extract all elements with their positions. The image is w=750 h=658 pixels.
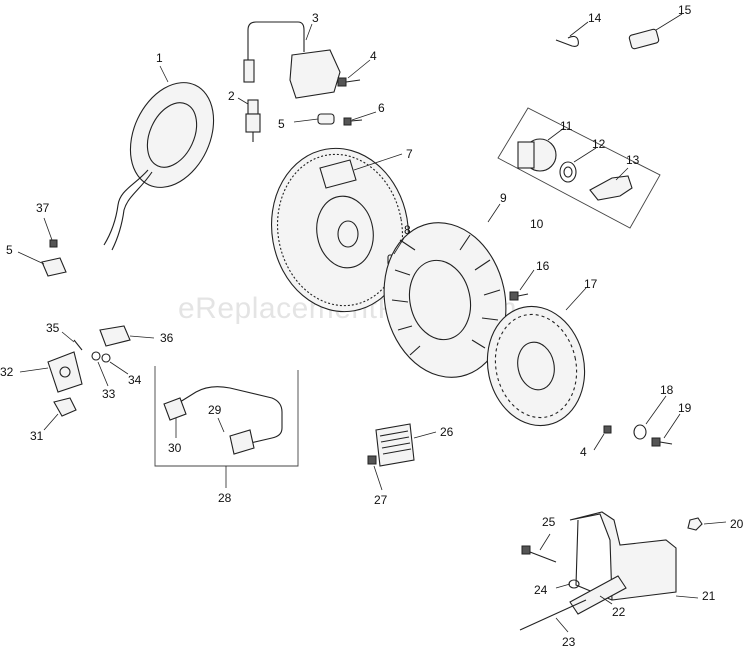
screw-16[interactable]	[509, 291, 529, 301]
nut-20[interactable]	[687, 517, 703, 531]
ignition-key[interactable]	[589, 175, 633, 201]
flywheel[interactable]	[259, 137, 421, 322]
callout-28: 28	[218, 491, 232, 505]
callout-12: 12	[592, 137, 606, 151]
callout-36: 36	[160, 331, 174, 345]
callout-5-top: 5	[278, 117, 285, 131]
leader-lines	[17, 13, 727, 633]
callout-8: 8	[404, 223, 411, 237]
callout-37: 37	[36, 201, 50, 215]
clip-top[interactable]	[317, 113, 335, 125]
screw-top[interactable]	[337, 77, 361, 87]
cooling-fan[interactable]	[370, 211, 520, 389]
washer-34[interactable]	[101, 353, 111, 363]
callout-16: 16	[536, 259, 550, 273]
wiring-harness[interactable]	[163, 386, 283, 455]
long-bolt[interactable]	[519, 599, 587, 631]
callout-10: 10	[530, 217, 544, 231]
ignition-module[interactable]	[243, 21, 341, 99]
screw-37[interactable]	[49, 239, 58, 248]
callout-1: 1	[156, 51, 163, 65]
screw-6[interactable]	[343, 117, 363, 126]
wiring-harness-box	[154, 366, 299, 467]
washer-33[interactable]	[91, 351, 101, 361]
spark-plug[interactable]	[245, 99, 261, 142]
callout-4-lower: 4	[580, 445, 587, 459]
callout-3: 3	[312, 11, 319, 25]
washer-24[interactable]	[568, 579, 580, 589]
callout-4-top: 4	[370, 49, 377, 63]
callout-23: 23	[562, 635, 576, 649]
callout-19: 19	[678, 401, 692, 415]
callout-9: 9	[500, 191, 507, 205]
callout-numbers: 1 2 3 4 5 6 7 8 9 10 11 12 13 14 15 16 1…	[0, 3, 744, 649]
callout-33: 33	[102, 387, 116, 401]
washer-18[interactable]	[633, 424, 647, 440]
callout-18: 18	[660, 383, 674, 397]
cap-36[interactable]	[99, 325, 131, 347]
callout-20: 20	[730, 517, 744, 531]
callout-25: 25	[542, 515, 556, 529]
screw-19[interactable]	[651, 437, 673, 447]
callout-21: 21	[702, 589, 716, 603]
callout-26: 26	[440, 425, 454, 439]
callout-30: 30	[168, 441, 182, 455]
callout-6: 6	[378, 101, 385, 115]
screw-35[interactable]	[73, 339, 83, 351]
callout-15: 15	[678, 3, 692, 17]
screw-27[interactable]	[367, 455, 377, 465]
clip-lower[interactable]	[41, 257, 67, 277]
bracket-31[interactable]	[53, 397, 77, 417]
washer-12[interactable]	[559, 161, 577, 183]
plate-32[interactable]	[47, 351, 83, 393]
callout-35: 35	[46, 321, 60, 335]
callout-14: 14	[588, 11, 602, 25]
callout-17: 17	[584, 277, 598, 291]
callout-11: 11	[560, 119, 573, 133]
callout-13: 13	[626, 153, 640, 167]
grass-screen[interactable]	[477, 297, 596, 434]
callout-32: 32	[0, 365, 14, 379]
callout-27: 27	[374, 493, 388, 507]
cable-clamp[interactable]	[555, 35, 579, 47]
callout-7: 7	[406, 147, 413, 161]
screw-lower[interactable]	[603, 425, 612, 434]
callout-24: 24	[534, 583, 548, 597]
callout-22: 22	[612, 605, 626, 619]
bolt-25[interactable]	[521, 545, 557, 563]
rectifier[interactable]	[375, 423, 415, 467]
switch-assembly-box	[497, 107, 661, 229]
callout-29: 29	[208, 403, 222, 417]
callout-2: 2	[228, 89, 235, 103]
switch-body[interactable]	[517, 138, 557, 172]
callout-31: 31	[30, 429, 44, 443]
spacer-tube[interactable]	[569, 575, 627, 615]
stator-coil[interactable]	[103, 69, 230, 251]
terminal-cover[interactable]	[628, 28, 660, 50]
callout-5-lower: 5	[6, 243, 13, 257]
callout-34: 34	[128, 373, 142, 387]
